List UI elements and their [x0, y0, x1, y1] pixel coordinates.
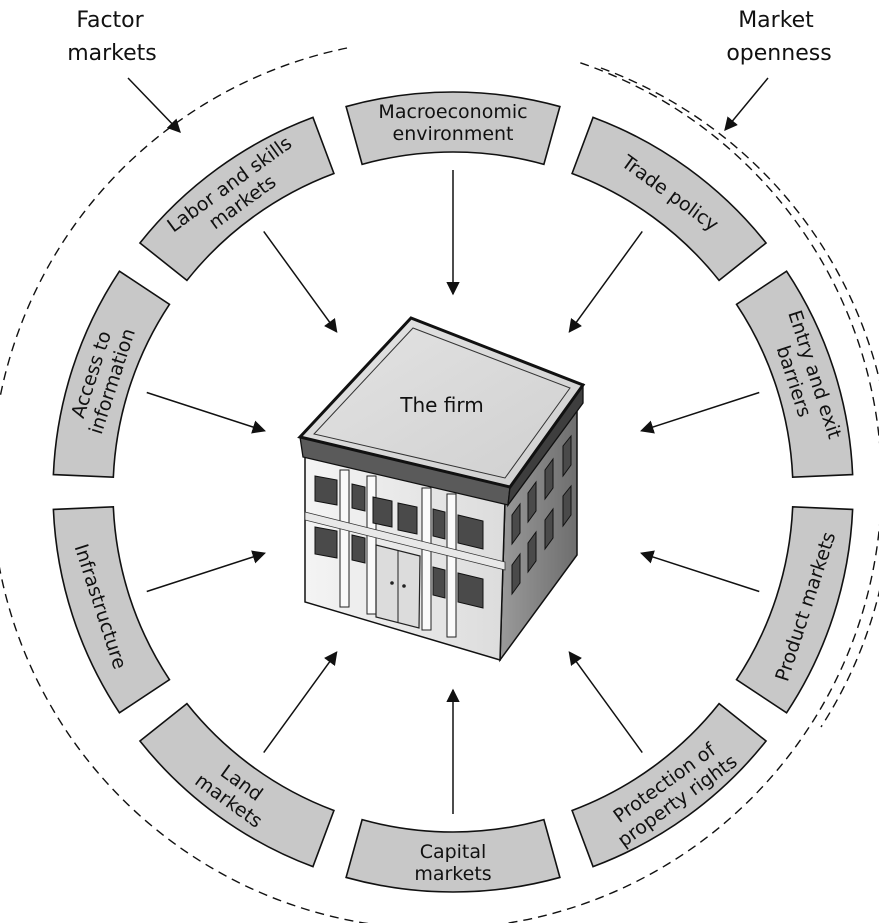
factor-markets-label: Factor markets [67, 8, 157, 66]
segment-trade-policy: Trade policy [571, 116, 768, 282]
building-floor-band [304, 511, 506, 571]
segment-box-land-markets [138, 702, 335, 868]
segment-label-line: environment [392, 123, 513, 145]
segment-box-product-markets [735, 505, 854, 714]
door-knob-right [402, 584, 406, 588]
segment-box-trade-policy [571, 116, 768, 282]
building-roof-inner [313, 327, 571, 479]
market-openness-label: Market openness [726, 8, 831, 66]
segment-box-macroeconomic [345, 91, 561, 166]
segment-box-capital-markets [345, 818, 561, 893]
segment-label-line: markets [414, 863, 491, 885]
segment-box-entry-exit [735, 270, 854, 479]
building-pilasters [339, 469, 457, 638]
arrow-property-rights [568, 651, 643, 753]
building-roof [297, 316, 586, 489]
segment-product-markets: Product markets [735, 505, 854, 714]
market-openness-arrow [724, 77, 769, 132]
arrows-layer [146, 170, 760, 814]
arrow-labor-skills [263, 231, 338, 333]
segment-box-access-information [52, 270, 171, 479]
svg-text:openness: openness [726, 41, 831, 66]
svg-text:markets: markets [67, 41, 157, 66]
segment-box-property-rights [571, 702, 768, 868]
firm-building: The firm [297, 316, 586, 663]
segment-labor-skills: Labor and skillsmarkets [138, 116, 335, 282]
arrow-trade-policy [568, 231, 643, 333]
segment-box-infrastructure [52, 505, 171, 714]
arrow-entry-exit [640, 391, 760, 434]
door-knob-left [390, 581, 394, 585]
factor-markets-arc [0, 47, 879, 923]
segment-box-labor-skills [138, 116, 335, 282]
arrow-access-information [146, 391, 266, 434]
arrow-infrastructure [146, 550, 266, 593]
segment-label-line: Macroeconomic [378, 101, 527, 123]
arrow-product-markets [640, 550, 760, 593]
segment-access-information: Access toinformation [52, 270, 171, 479]
building-windows [314, 434, 572, 609]
svg-text:Factor: Factor [76, 8, 144, 33]
svg-text:Market: Market [738, 8, 814, 33]
firm-label: The firm [399, 393, 484, 417]
segment-land-markets: Landmarkets [138, 702, 335, 868]
arrow-land-markets [263, 651, 338, 753]
segment-entry-exit: Entry and exitbarriers [735, 270, 854, 479]
dashed-arcs [0, 47, 879, 923]
factor-markets-arrow [127, 77, 181, 133]
segment-property-rights: Protection ofproperty rights [571, 702, 768, 868]
market-openness-arc [600, 67, 879, 728]
segment-infrastructure: Infrastructure [52, 505, 171, 714]
segment-label-line: Capital [420, 841, 487, 863]
